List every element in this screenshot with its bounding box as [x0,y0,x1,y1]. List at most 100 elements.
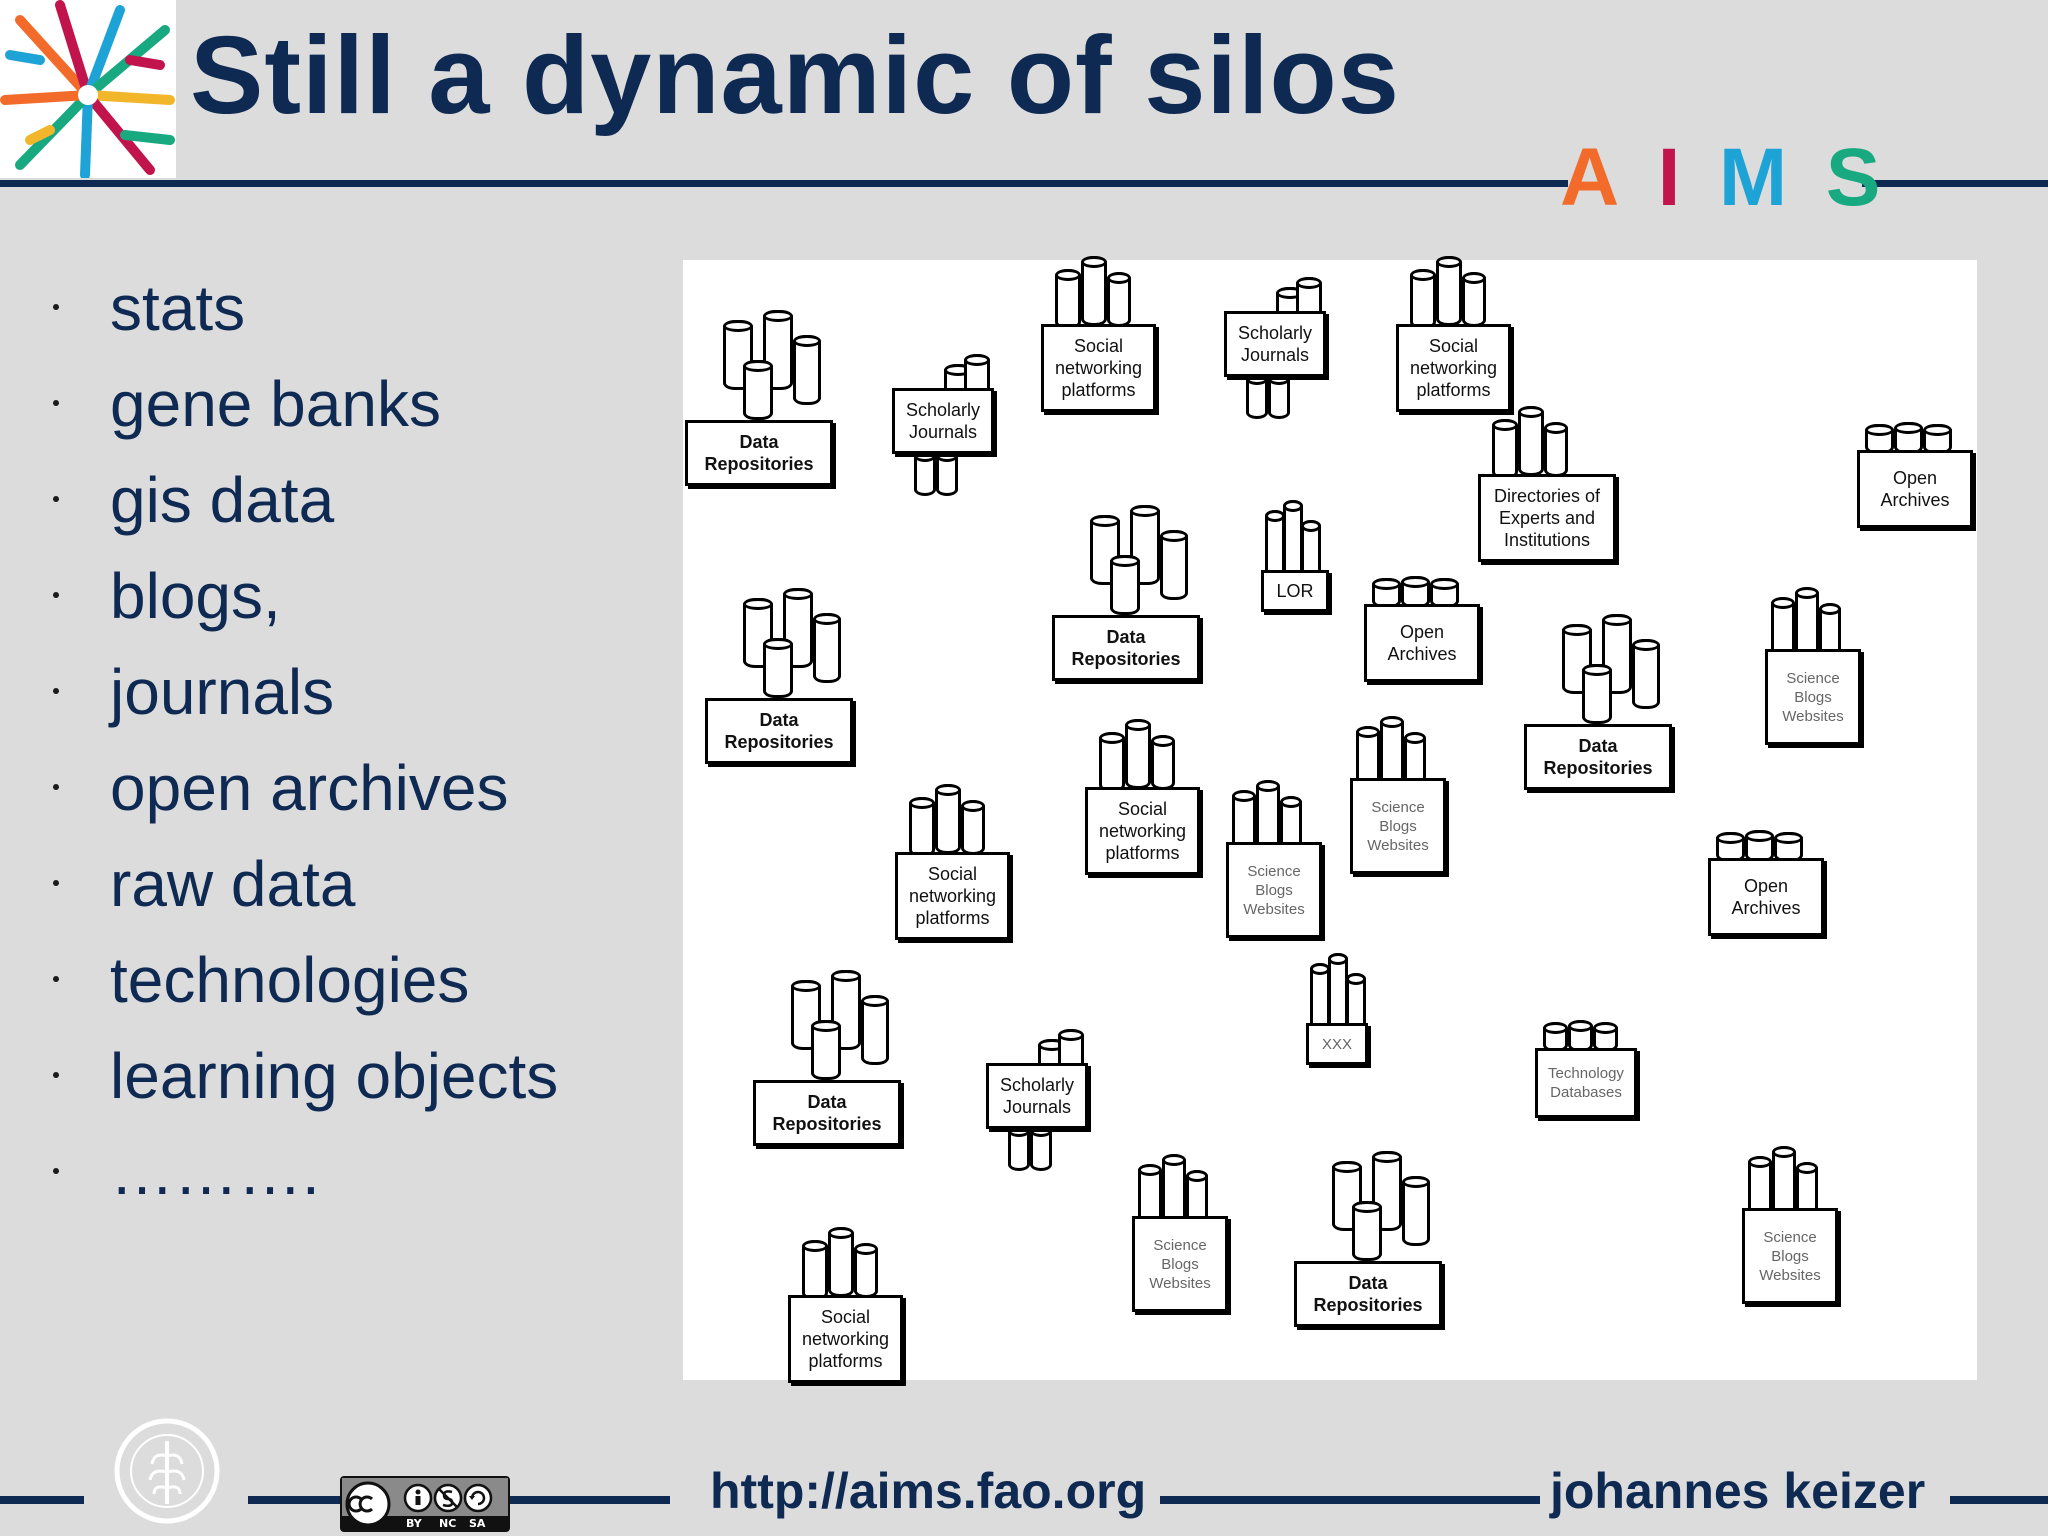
silo-cylinder [1162,1154,1186,1224]
bullet-list: stats gene banks gis data blogs, journal… [40,260,558,1220]
cc-term-by: BY [406,1517,423,1530]
header-rule-left [0,180,1568,187]
bullet-dot [53,1072,59,1078]
silo-cylinder [914,450,936,496]
bullet-text: ………. [110,1136,320,1208]
silo-node: Science Blogs Websites [1226,780,1322,938]
silo-cylinder [1280,796,1302,848]
silo-cylinder [1107,272,1131,327]
bullet-text: blogs, [110,560,281,632]
silo-node: Directories of Experts and Institutions [1478,406,1616,562]
silo-cylinder [1328,953,1348,1033]
silo-node: Technology Databases [1535,1020,1637,1118]
bullet-item: blogs, [40,548,558,644]
silo-node: Open Archives [1857,422,1973,528]
silo-node: Social networking platforms [1396,256,1511,412]
silo-cylinder [1081,256,1107,326]
silo-label: Science Blogs Websites [1226,842,1322,938]
silo-cylinder [1380,716,1404,786]
bullet-dot [53,688,59,694]
silo-label: Data Repositories [685,420,833,486]
silo-cylinder [1110,555,1140,615]
silo-label: Open Archives [1708,858,1824,936]
silo-label: LOR [1261,570,1329,612]
silo-cylinder [828,1227,854,1297]
bullet-dot [53,496,59,502]
footer-url-link[interactable]: http://aims.fao.org [700,1462,1157,1520]
silo-label: Science Blogs Websites [1742,1208,1838,1304]
fao-logo [114,1418,220,1524]
silo-cylinder [961,800,985,855]
cc-term-sa: SA [469,1517,486,1530]
silo-cylinder [1492,419,1518,479]
silo-cylinder [1582,664,1612,724]
silo-cylinder [1268,373,1290,419]
silo-cylinder [1865,424,1894,454]
silo-cylinder [1232,790,1256,850]
silo-label: Data Repositories [705,698,853,764]
silo-cylinder [811,1020,841,1080]
bullet-dot [53,880,59,886]
bullet-text: raw data [110,848,356,920]
silo-label: Social networking platforms [1085,787,1200,875]
silo-label: Science Blogs Websites [1765,649,1861,745]
aims-letter-m: M [1718,132,1788,223]
silo-cylinder [1436,256,1462,326]
silo-cylinder [1894,422,1923,454]
silo-node: Open Archives [1708,830,1824,936]
silo-node: Scholarly Journals [1224,277,1326,419]
bullet-text: learning objects [110,1040,559,1112]
silo-cylinder [1099,732,1125,792]
silo-cylinder [813,613,841,683]
silo-label: Data Repositories [753,1080,901,1146]
bullet-text: stats [110,272,246,344]
footer-author: johannes keizer [1540,1462,1936,1520]
silo-cylinder [909,797,935,857]
silo-cylinder [1544,422,1568,477]
bullet-dot [53,784,59,790]
silo-cylinder [1632,639,1660,709]
bullet-dot [53,400,59,406]
footer-rule-5 [1950,1496,2048,1504]
header-rule-right [1862,180,2048,187]
silo-node: Science Blogs Websites [1132,1154,1228,1312]
silo-cylinder [1160,530,1188,600]
silo-cylinder [1462,272,1486,327]
silo-cylinder [783,588,813,668]
silo-cylinder [1402,1176,1430,1246]
silo-node: Social networking platforms [1085,719,1200,875]
silo-node: Data Repositories [1294,1151,1442,1327]
silo-cylinder [1796,1162,1818,1214]
bullet-item: open archives [40,740,558,836]
silo-cylinder [1055,269,1081,329]
silo-cylinder [1772,1146,1796,1216]
cc-license-icon: BY NC SA [342,1478,508,1530]
bullet-item: gis data [40,452,558,548]
silo-label: Data Repositories [1052,615,1200,681]
silo-label: Open Archives [1857,450,1973,528]
silo-label: Scholarly Journals [892,388,994,454]
silo-cylinder [763,638,793,698]
footer-rule-3 [510,1496,670,1504]
silo-cylinder [1008,1125,1030,1171]
silo-label: Data Repositories [1524,724,1672,790]
silo-cylinder [1283,500,1303,580]
silo-node: Social networking platforms [788,1227,903,1383]
silo-node: Data Repositories [1524,614,1672,790]
bullet-dot [53,592,59,598]
silo-cylinder [1310,963,1330,1033]
silo-cylinder [1562,624,1592,694]
silo-cylinder [1246,373,1268,419]
silo-label: Social networking platforms [788,1295,903,1383]
aims-wordmark: A I M S [1560,128,1914,228]
silo-cylinder [1518,406,1544,476]
silo-node: Scholarly Journals [892,354,994,496]
silo-label: Social networking platforms [1396,324,1511,412]
silo-label: Open Archives [1364,604,1480,682]
bullet-item: raw data [40,836,558,932]
silo-cylinder [1410,269,1436,329]
silo-cylinder [763,310,793,390]
silo-cylinder [1030,1125,1052,1171]
silo-label: Scholarly Journals [986,1063,1088,1129]
silo-cylinder [1138,1164,1162,1224]
